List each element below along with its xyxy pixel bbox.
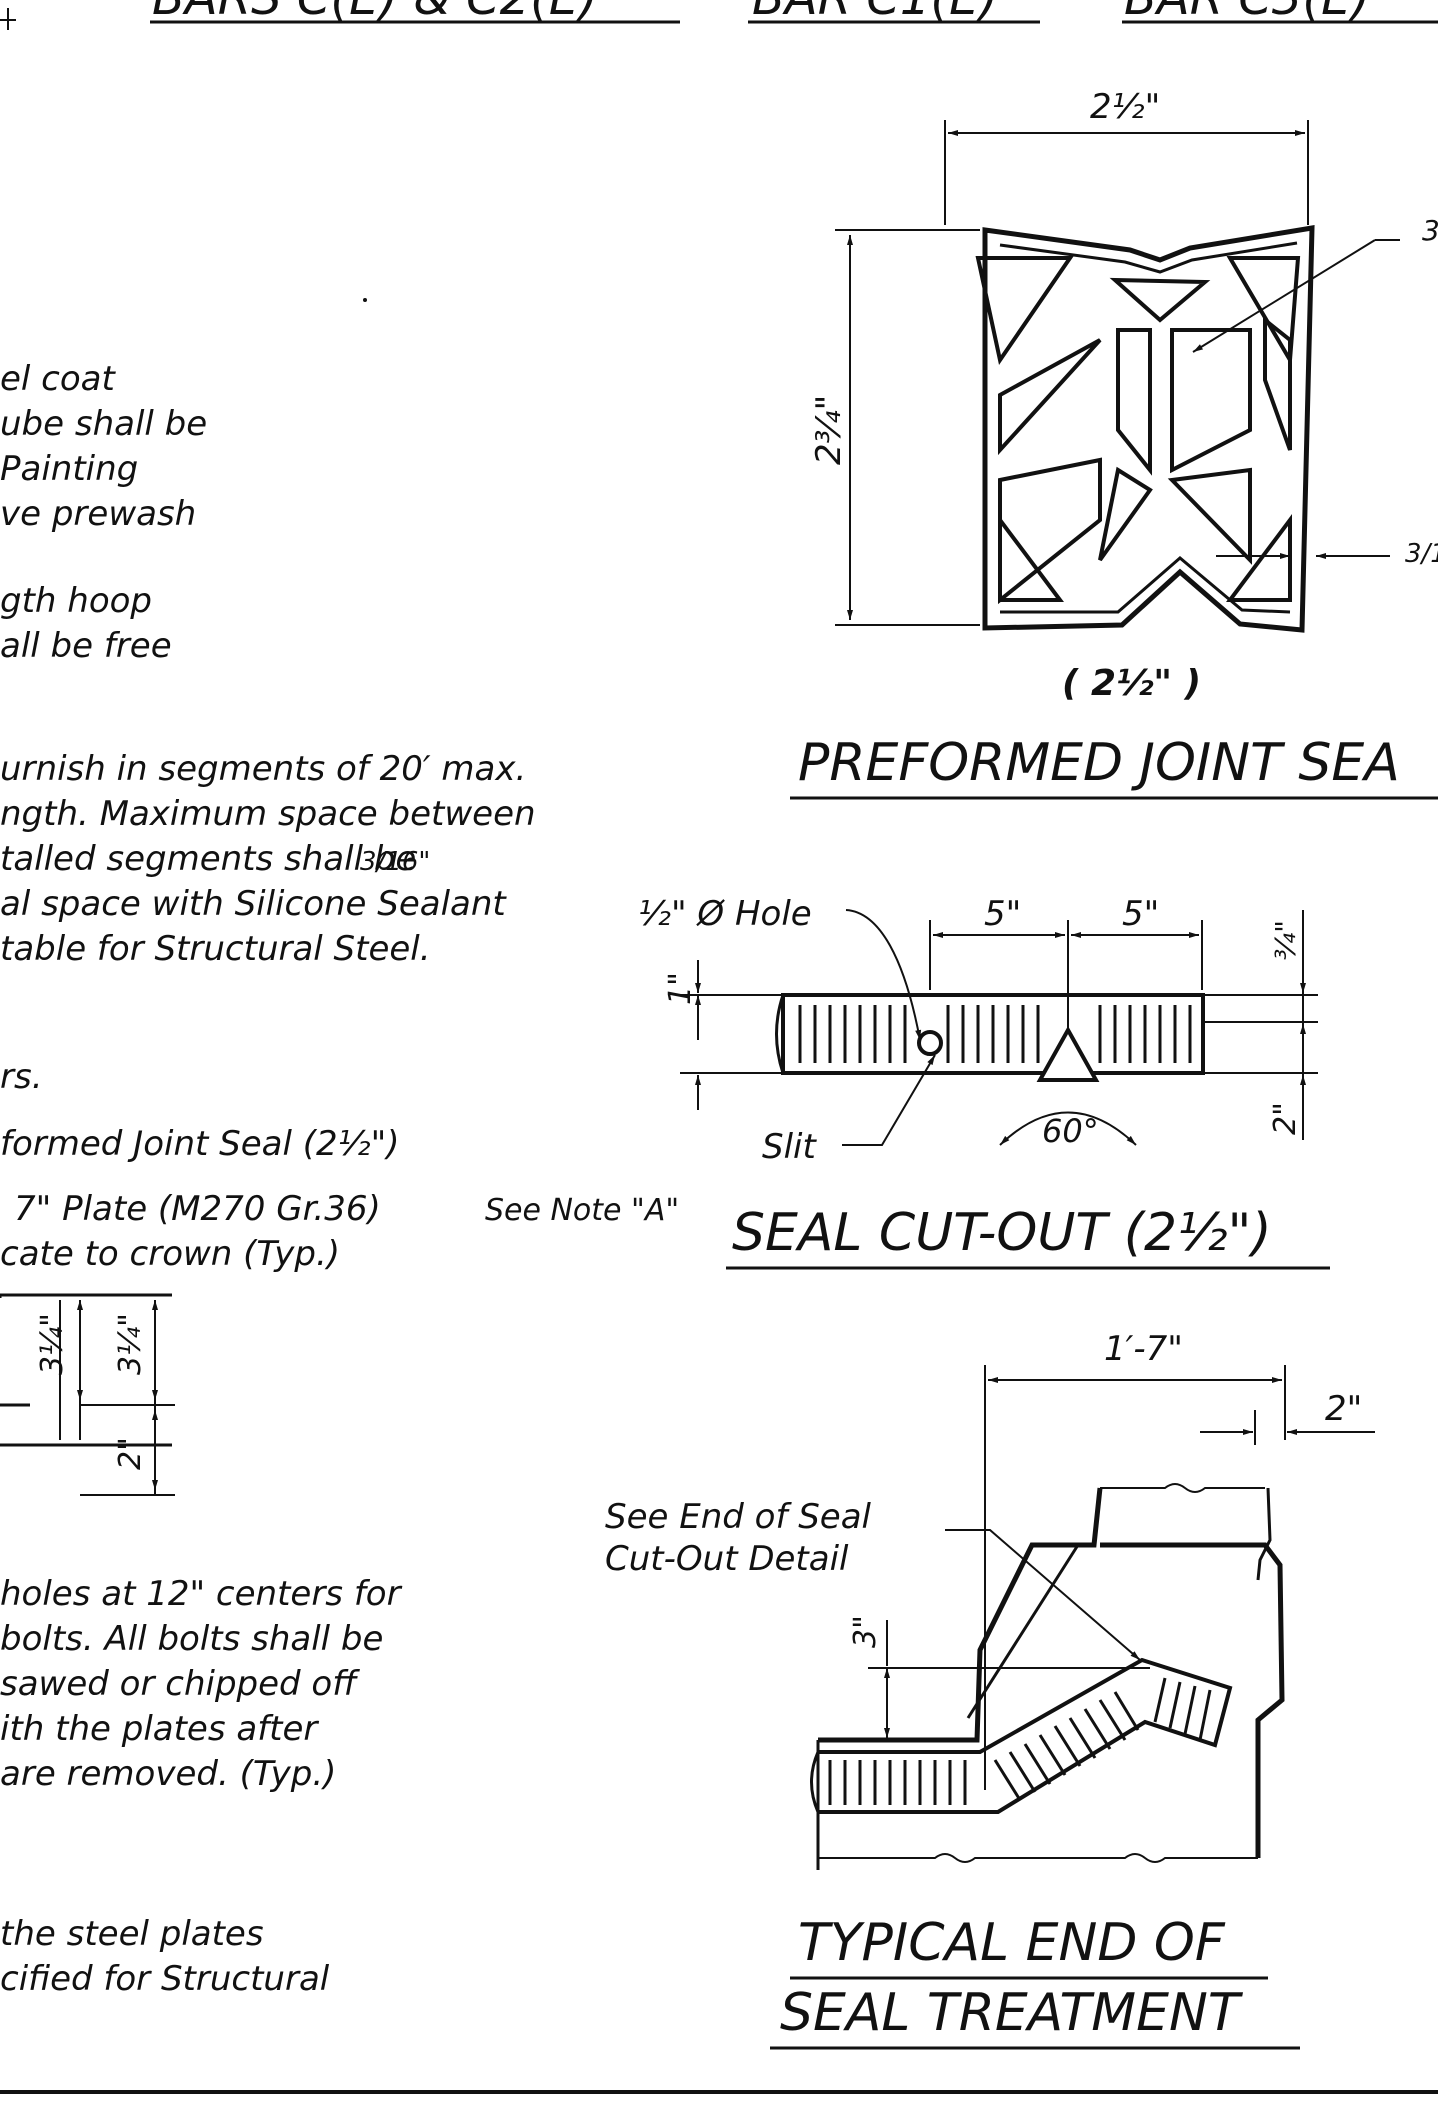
seal-size-caption: ( 2½" ) (1062, 663, 1201, 704)
end-treatment-detail: 1′-7" 2" 3" (605, 1329, 1375, 2050)
note-steel-line-1: the steel plates (0, 1914, 264, 1954)
seal-width-dim: 2½" (1090, 87, 1160, 127)
end-dim-right: 2" (1325, 1389, 1362, 1429)
seal-right-dim-bottom: 3/16 (1405, 539, 1438, 569)
note-segment-line-4: al space with Silicone Sealant (0, 884, 507, 924)
note-segment-line-5: table for Structural Steel. (0, 929, 431, 969)
note-segment-line-1: urnish in segments of 20′ max. (0, 749, 526, 789)
seal-title: PREFORMED JOINT SEA (798, 733, 1400, 793)
cutout-dim-3-4: ¾" (1269, 920, 1302, 960)
end-hatching (828, 1677, 1212, 1805)
note-segment-line-2: ngth. Maximum space between (0, 794, 536, 834)
note-paint-line-1: el coat (0, 359, 117, 399)
seal-webs (975, 256, 1301, 605)
corner-mark (0, 8, 16, 30)
end-title-1: TYPICAL END OF (798, 1913, 1226, 1973)
preformed-seal-detail: 2½" 2¾" 3 3/16 (790, 87, 1438, 800)
note-paint-line-2: ube shall be (0, 404, 207, 444)
cutout-dim-1: 1" (663, 972, 698, 1005)
note-paint-line-5: gth hoop (0, 581, 152, 621)
note-paint-line-4: ve prewash (0, 494, 196, 534)
end-dim-3: 3" (848, 1615, 883, 1648)
plate-section-detail: 3¼" 3¼" 2" (0, 1293, 175, 1496)
end-callout-2: Cut-Out Detail (605, 1539, 849, 1579)
cutout-seal-strip (781, 993, 1205, 1075)
note-holes-line-3: sawed or chipped off (0, 1664, 360, 1704)
section-dim-1: 3¼" (35, 1313, 70, 1375)
end-dim-top: 1′-7" (1104, 1329, 1183, 1369)
header: BARS C(E) & C2(E) BAR C1(E) BAR C3(E) (0, 0, 1438, 30)
note-see-note: See Note "A" (485, 1193, 679, 1228)
note-segment-line-3: talled segments shall be (0, 839, 416, 879)
speck (363, 298, 367, 302)
note-holes-line-1: holes at 12" centers for (0, 1574, 403, 1614)
cutout-notch (1036, 1025, 1100, 1082)
cutout-title: SEAL CUT-OUT (2½") (732, 1203, 1272, 1263)
seal-right-dim-top: 3 (1422, 214, 1438, 247)
end-callout-1: See End of Seal (605, 1497, 872, 1537)
notes-column: el coat ube shall be Painting ve prewash… (0, 359, 679, 1999)
note-holes-line-2: bolts. All bolts shall be (0, 1619, 383, 1659)
note-plate-label: 7" Plate (M270 Gr.36) (14, 1189, 381, 1229)
note-holes-line-5: are removed. (Typ.) (0, 1754, 336, 1794)
seal-outer-profile (982, 225, 1315, 633)
section-dim-2: 3¼" (113, 1313, 148, 1375)
note-paint-line-6: all be free (0, 626, 172, 666)
cutout-hole-label: ½" Ø Hole (638, 894, 812, 934)
note-paint-line-3: Painting (0, 449, 138, 489)
cutout-dim-5a: 5" (984, 894, 1021, 934)
cutout-hole (917, 1030, 943, 1056)
cutout-dim-5b: 5" (1122, 894, 1159, 934)
cutout-dim-2: 2" (1268, 1102, 1303, 1135)
seal-cutout-detail: ½" Ø Hole 5" 5" 60° (638, 894, 1330, 1270)
end-seal-strip (818, 1657, 1233, 1814)
note-rs: rs. (0, 1057, 43, 1097)
note-crown-label: cate to crown (Typ.) (0, 1234, 340, 1274)
cutout-hatching (798, 1005, 1192, 1063)
note-segment-gap: 3/16" (360, 847, 430, 877)
note-steel-line-2: cified for Structural (0, 1959, 330, 1999)
cutout-slit-label: Slit (762, 1127, 817, 1167)
note-joint-seal-label: formed Joint Seal (2½") (0, 1124, 399, 1164)
note-holes-line-4: ith the plates after (0, 1709, 319, 1749)
section-dim-3: 2" (113, 1437, 148, 1470)
end-barrier-outline (818, 1487, 1103, 1743)
seal-height-dim: 2¾" (809, 395, 849, 465)
cutout-angle: 60° (1042, 1112, 1099, 1150)
end-title-2: SEAL TREATMENT (780, 1983, 1244, 2043)
